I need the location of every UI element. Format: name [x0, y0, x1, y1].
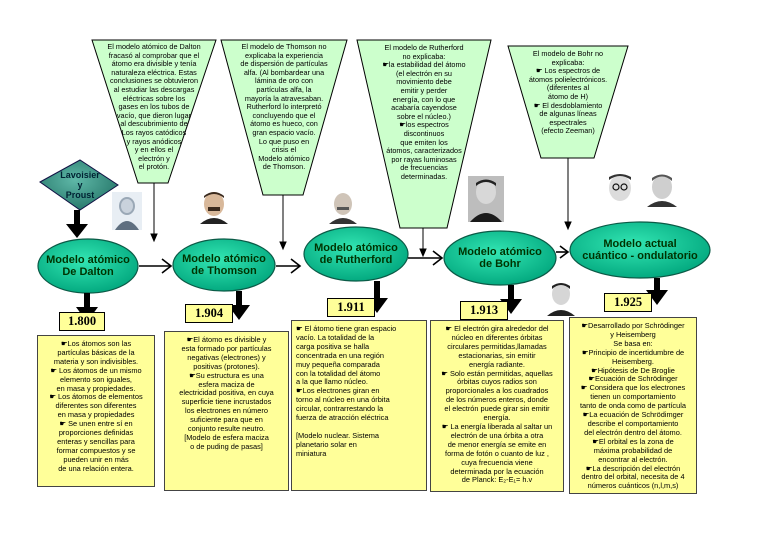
card-actual: ☛Desarrollado por Schrödinger y Heisembe…	[569, 317, 697, 494]
year-rutherford: 1.911	[327, 298, 375, 317]
node-bohr-label: Modelo atómico de Bohr	[458, 246, 542, 270]
funnel-bohr-text: El modelo de Bohr no explicaba: ☛ Los es…	[528, 49, 608, 136]
node-thomson-shape	[172, 238, 276, 292]
de-broglie-portrait-icon	[547, 283, 575, 316]
lavoisier-diamond	[39, 159, 119, 211]
dalton-portrait-icon	[112, 192, 142, 230]
funnel-thomson-shape	[220, 39, 348, 196]
node-thomson-label: Modelo atómico de Thomson	[182, 253, 266, 277]
funnel-bohr-shape	[507, 45, 629, 159]
node-bohr-shape	[443, 230, 557, 286]
card-thomson: ☛El átomo es divisible y esta formado po…	[164, 331, 289, 491]
node-actual-shape	[569, 221, 711, 279]
year-bohr: 1.913	[460, 301, 508, 320]
node-dalton-label: Modelo atómico De Dalton	[46, 254, 130, 278]
node-rutherford-shape	[303, 226, 409, 282]
schrodinger-portrait-icon	[609, 174, 631, 201]
rutherford-portrait-icon	[329, 193, 357, 224]
lavoisier-arrow	[66, 210, 88, 238]
funnel-rutherford-shape	[356, 39, 492, 229]
funnel-dalton-shape	[91, 39, 217, 184]
card-rutherford: ☛ El átomo tiene gran espacio vacío. La …	[291, 320, 427, 491]
year-dalton: 1.800	[59, 312, 105, 331]
thomson-portrait-icon	[200, 192, 228, 224]
node-actual-label: Modelo actual cuántico - ondulatorio	[582, 238, 698, 262]
year-thomson: 1.904	[185, 304, 233, 323]
bohr-portrait-icon	[468, 176, 504, 222]
funnel-thomson-text: El modelo de Thomson no explicaba la exp…	[240, 42, 328, 172]
funnel-rutherford-text: El modelo de Rutherford no explicaba: ☛l…	[382, 43, 466, 181]
year-actual: 1.925	[604, 293, 652, 312]
timeline-arrows	[139, 245, 570, 274]
heisenberg-portrait-icon	[647, 174, 677, 207]
lavoisier-proust-label: Lavoisier y Proust	[60, 170, 100, 200]
card-dalton: ☛Los átomos son las partículas básicas d…	[37, 335, 155, 487]
node-rutherford-label: Modelo atómico de Rutherford	[314, 242, 398, 266]
card-bohr: ☛ El electrón gira alrededor del núcleo …	[430, 320, 564, 492]
funnel-dalton-text: El modelo atómico de Dalton fracasó al c…	[107, 42, 201, 172]
